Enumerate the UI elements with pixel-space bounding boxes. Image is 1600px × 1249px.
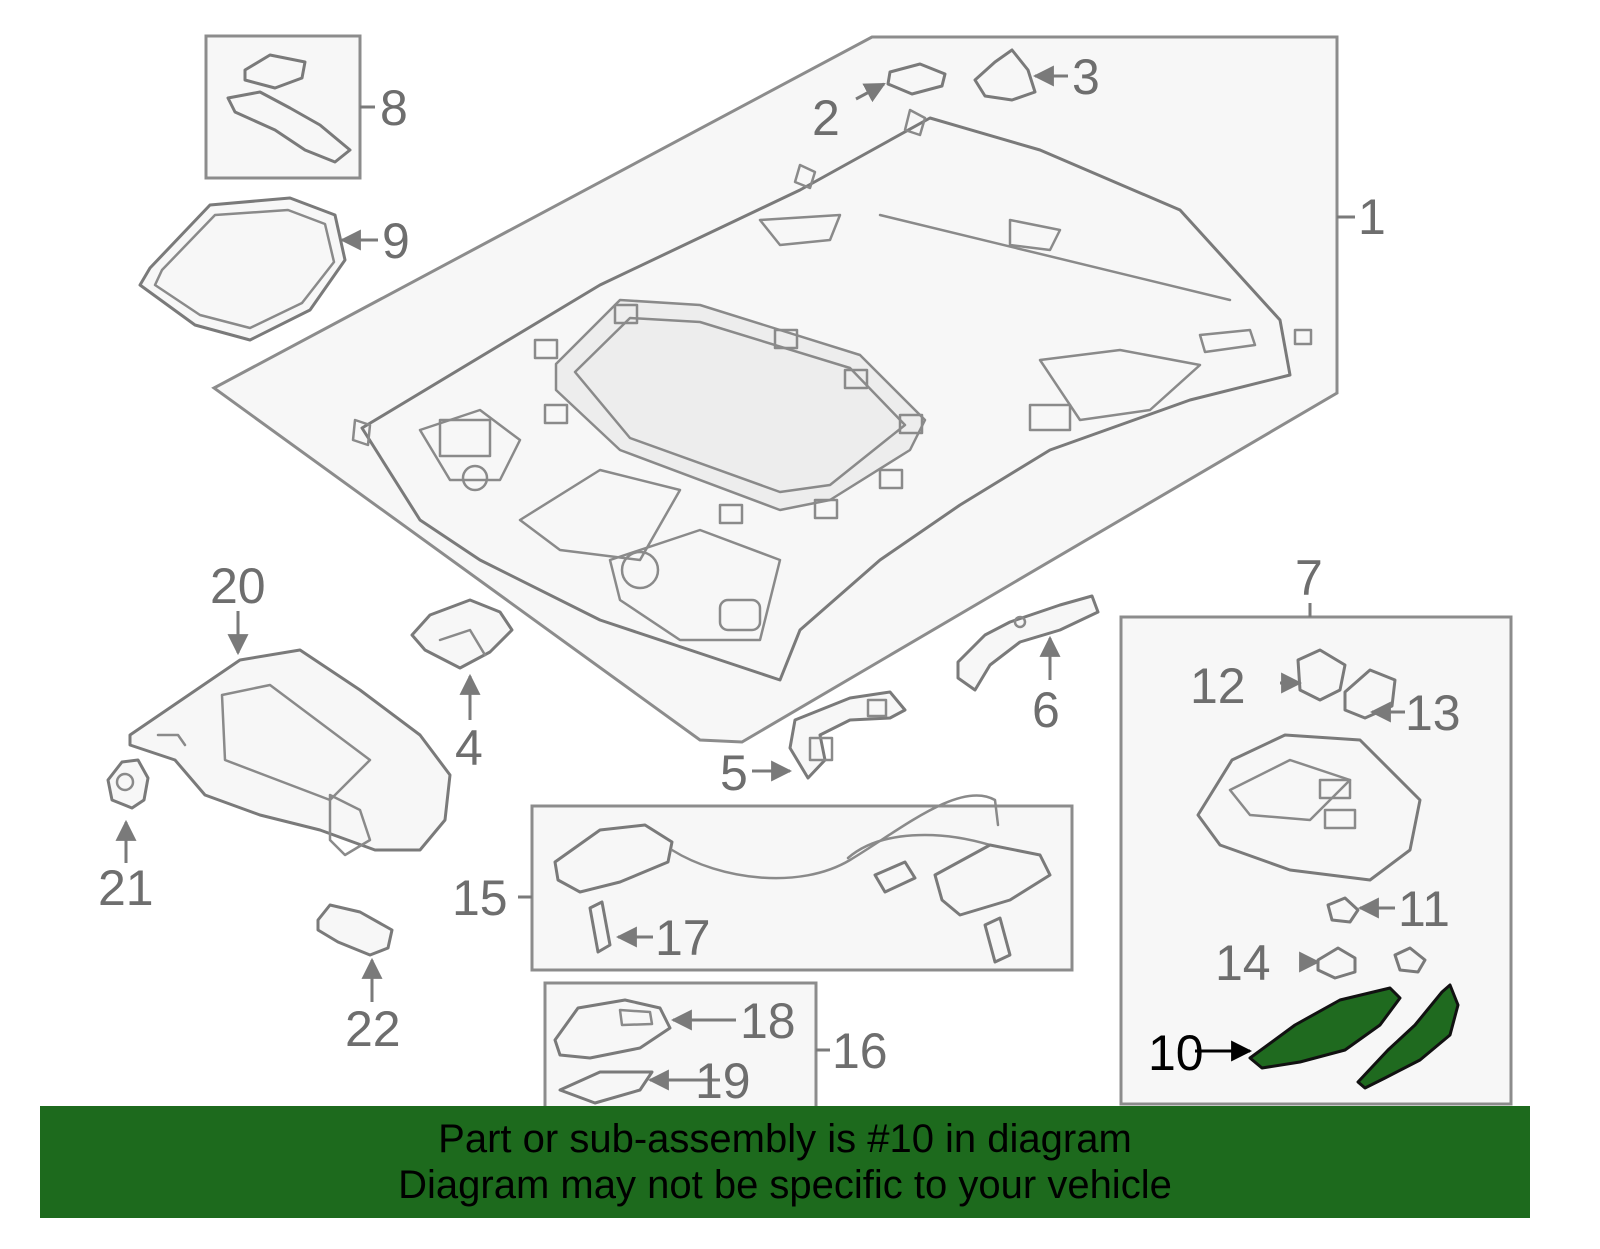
callout-18: 18 <box>740 993 796 1049</box>
part-3-clip: 3 <box>973 48 1100 105</box>
part-15-group: 15 17 <box>452 794 1074 972</box>
part-21-visor-clip: 21 <box>98 758 154 916</box>
callout-13: 13 <box>1405 685 1461 741</box>
callout-19: 19 <box>695 1053 751 1109</box>
part-20-sun-visor: 20 <box>128 558 452 857</box>
callout-6: 6 <box>1032 682 1060 738</box>
callout-2: 2 <box>812 90 840 146</box>
callout-9: 9 <box>382 213 410 269</box>
callout-17: 17 <box>655 910 711 966</box>
part-6-bracket: 6 <box>956 594 1100 738</box>
headliner-panel <box>351 108 1313 682</box>
callout-16: 16 <box>832 1023 888 1079</box>
info-banner: Part or sub-assembly is #10 in diagram D… <box>40 1106 1530 1218</box>
callout-12: 12 <box>1190 658 1246 714</box>
callout-10: 10 <box>1148 1025 1204 1081</box>
callout-1: 1 <box>1358 189 1386 245</box>
sunroof-opening <box>554 298 927 512</box>
callout-7: 7 <box>1295 550 1323 606</box>
callout-3: 3 <box>1072 49 1100 105</box>
part-9-seal: 9 <box>138 196 410 342</box>
callout-20: 20 <box>210 558 266 614</box>
banner-line-1: Part or sub-assembly is #10 in diagram <box>438 1117 1132 1161</box>
part-8-group: 8 <box>204 34 408 180</box>
callout-22: 22 <box>345 1001 401 1057</box>
part-5-assist-grip: 5 <box>720 690 907 801</box>
part-10-trim-covers <box>1248 983 1460 1090</box>
part-22-cover: 22 <box>316 903 401 1057</box>
part-2-pad: 2 <box>812 62 947 146</box>
callout-8: 8 <box>380 80 408 136</box>
callout-21: 21 <box>98 860 154 916</box>
part-7-group: 7 12 13 11 14 10 <box>1119 550 1513 1106</box>
callout-4: 4 <box>455 720 483 776</box>
banner-line-2: Diagram may not be specific to your vehi… <box>398 1163 1172 1207</box>
part-16-group: 18 19 16 <box>543 981 888 1118</box>
part-4-bracket: 4 <box>410 598 514 776</box>
headliner-group: 1 <box>211 35 1386 744</box>
callout-15: 15 <box>452 870 508 926</box>
callout-11: 11 <box>1398 881 1450 937</box>
callout-5: 5 <box>720 745 748 801</box>
callout-14: 14 <box>1215 935 1271 991</box>
